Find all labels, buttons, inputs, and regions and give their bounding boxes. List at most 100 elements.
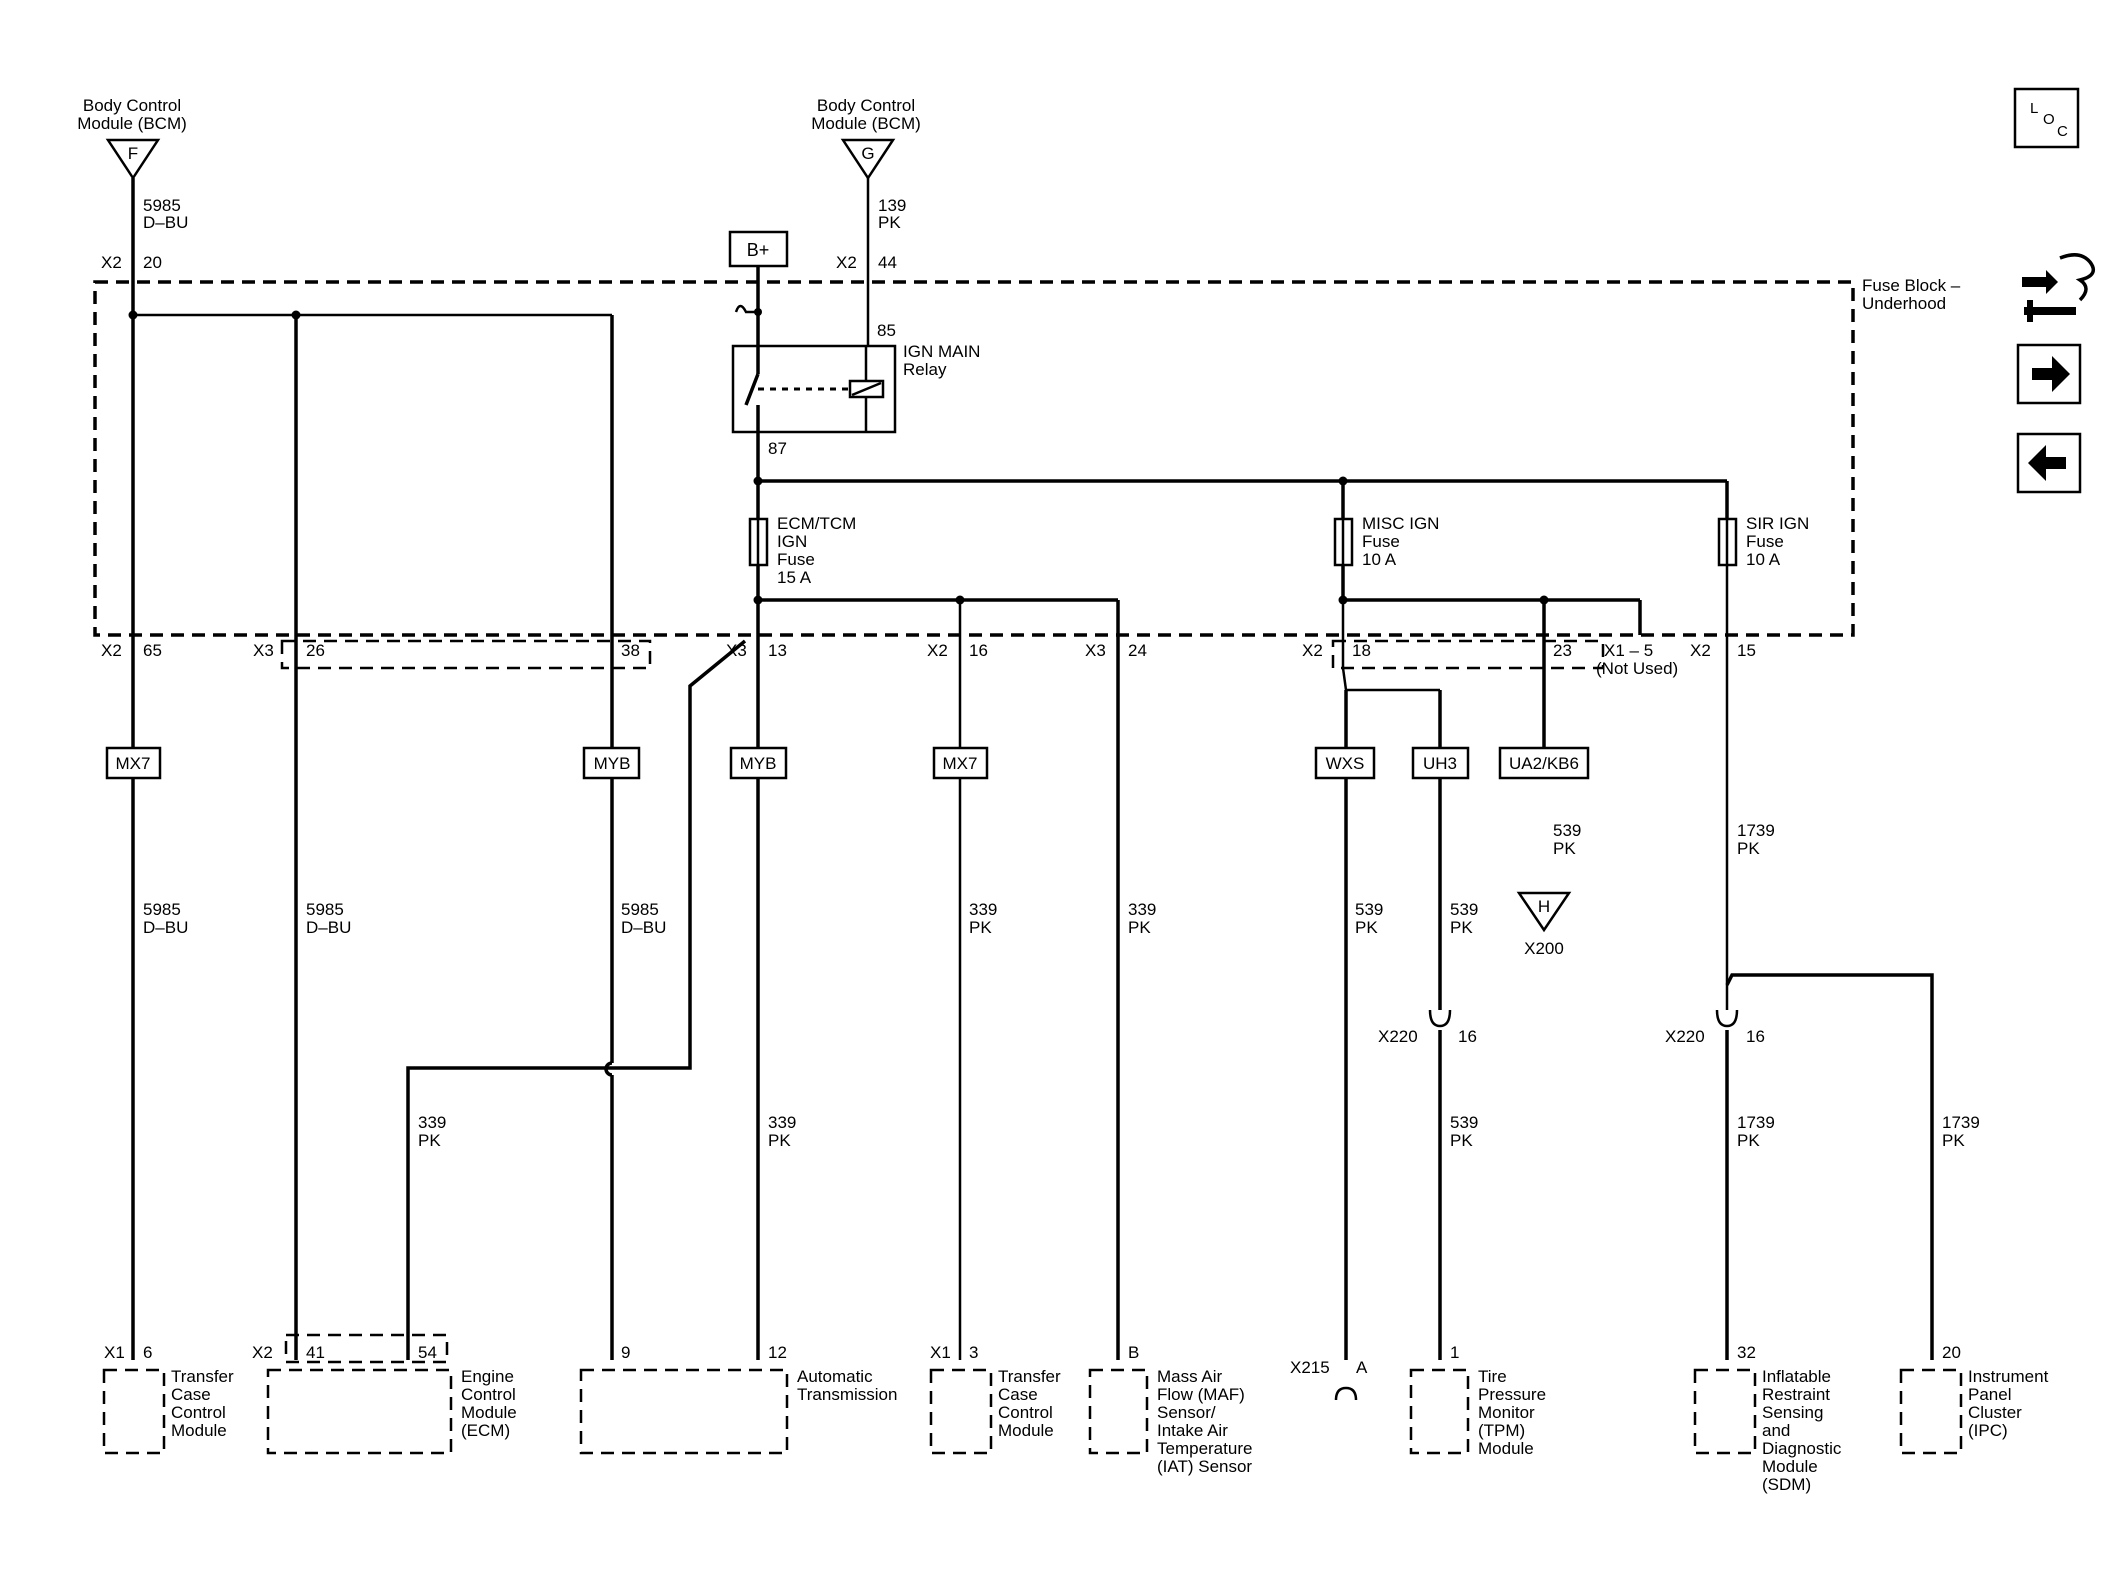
comp-pin: 41: [306, 1343, 325, 1362]
comp-conn: X2: [252, 1343, 273, 1362]
loc-l: L: [2030, 100, 2038, 117]
option-box: [582, 746, 641, 780]
bcm-f-conn: X2: [101, 253, 122, 272]
comp-line: (ECM): [461, 1421, 510, 1440]
wire-circuit: 539: [1355, 900, 1383, 919]
fuse-2-l1: MISC IGN: [1362, 514, 1439, 533]
loc-o: O: [2043, 111, 2055, 128]
x220-pin: 16: [1746, 1027, 1765, 1046]
wire-color: D–BU: [143, 918, 188, 937]
x220-conn: X220: [1378, 1027, 1418, 1046]
pin-label-not-used: X1 – 5: [1604, 641, 1653, 660]
pin-label-pin: 23: [1553, 641, 1572, 660]
comp-pin: 3: [969, 1343, 978, 1362]
relay-label-1: IGN MAIN: [903, 342, 980, 361]
comp-conn: X215: [1290, 1358, 1330, 1377]
pin-label-conn: X3: [1085, 641, 1106, 660]
wiring-harness-icon[interactable]: [2022, 253, 2096, 322]
bcm-g-pin: G: [861, 144, 874, 163]
comp-line: Diagnostic: [1762, 1439, 1842, 1458]
comp-line: Case: [998, 1385, 1038, 1404]
pin-label-conn: X2: [927, 641, 948, 660]
sdm-module: 32 Inflatable Restraint Sensing and Diag…: [1693, 1343, 1842, 1494]
fuse-1-l1: ECM/TCM: [777, 514, 856, 533]
wire-color: D–BU: [306, 918, 351, 937]
x215-connector-symbol: [1334, 1386, 1358, 1401]
comp-line: Control: [171, 1403, 226, 1422]
relay-label-2: Relay: [903, 360, 947, 379]
pin-label-pin: 65: [143, 641, 162, 660]
bcm-g-circuit: 139: [878, 196, 906, 215]
fuse-block-pin-labels: X2 65 X3 26 38 X3 13 X2 16 X3 24 X2 18 2…: [101, 641, 1756, 678]
x220-conn: X220: [1665, 1027, 1705, 1046]
component-box: [579, 1368, 789, 1455]
bcm-f-source: Body Control Module (BCM) F 5985 D–BU X2…: [77, 96, 188, 272]
wire-color: PK: [418, 1131, 441, 1150]
component-box: [1693, 1368, 1757, 1455]
maf-iat-sensor: B Mass Air Flow (MAF) Sensor/ Intake Air…: [1088, 1343, 1252, 1476]
wire-circuit: 339: [969, 900, 997, 919]
wire-color: PK: [768, 1131, 791, 1150]
bcm-g-source: Body Control Module (BCM) G 139 PK X2 44: [811, 96, 921, 272]
wire-labels: 5985 D–BU 5985 D–BU 5985 D–BU 339 PK 339…: [143, 821, 1980, 1150]
component-locator-icon[interactable]: L O C: [2013, 87, 2080, 149]
option-box: [1498, 746, 1590, 780]
comp-line: Transfer: [998, 1367, 1061, 1386]
automatic-transmission: 9 12 Automatic Transmission: [579, 1343, 897, 1455]
comp-line: Transmission: [797, 1385, 897, 1404]
fuse-2-l2: Fuse: [1362, 532, 1400, 551]
wire-color: PK: [1737, 839, 1760, 858]
comp-pin: A: [1356, 1358, 1368, 1377]
comp-line: Monitor: [1478, 1403, 1535, 1422]
pin-label-pin: 24: [1128, 641, 1147, 660]
option-box: [729, 746, 788, 780]
comp-line: Pressure: [1478, 1385, 1546, 1404]
wire-color: PK: [1128, 918, 1151, 937]
wire-circuit: 339: [768, 1113, 796, 1132]
b-plus-label: B+: [747, 240, 770, 260]
pin-label-pin: 15: [1737, 641, 1756, 660]
bcm-g-conn-pin: 44: [878, 253, 897, 272]
component-box: [1088, 1368, 1149, 1455]
bcm-f-pin: F: [128, 144, 138, 163]
bcm-g-title-2: Module (BCM): [811, 114, 921, 133]
fuse-block-underhood: Fuse Block – Underhood: [93, 276, 1961, 637]
pin-label-conn: X2: [101, 641, 122, 660]
x3-connector-group: [280, 639, 652, 670]
comp-pin: 6: [143, 1343, 152, 1362]
fusible-link-symbol: [734, 304, 758, 314]
wire-circuit: 1739: [1737, 821, 1775, 840]
option-label: MYB: [740, 754, 777, 773]
comp-line: Mass Air: [1157, 1367, 1223, 1386]
wire-circuit: 1739: [1737, 1113, 1775, 1132]
comp-conn: X1: [930, 1343, 951, 1362]
loc-c: C: [2057, 123, 2068, 140]
fuse-1-l2: IGN: [777, 532, 807, 551]
engine-control-module: X2 41 54 Engine Control Module (ECM): [252, 1333, 517, 1455]
comp-pin: 20: [1942, 1343, 1961, 1362]
comp-line: Module: [998, 1421, 1054, 1440]
comp-line: Inflatable: [1762, 1367, 1831, 1386]
bcm-f-circuit: 5985: [143, 196, 181, 215]
option-label: UA2/KB6: [1509, 754, 1579, 773]
connector-x215: X215 A: [1290, 1358, 1368, 1401]
wire-circuit: 539: [1553, 821, 1581, 840]
ign-main-relay: IGN MAIN Relay 85 87: [731, 321, 980, 458]
component-box: [102, 1368, 166, 1455]
comp-pin: B: [1128, 1343, 1139, 1362]
comp-line: Restraint: [1762, 1385, 1830, 1404]
forward-arrow-icon[interactable]: [2016, 343, 2082, 405]
component-box: [1409, 1368, 1470, 1455]
bcm-f-connector-triangle: [105, 138, 161, 181]
comp-line: Module: [461, 1403, 517, 1422]
fuse-1-l4: 15 A: [777, 568, 812, 587]
option-box: [105, 746, 162, 780]
back-arrow-icon[interactable]: [2016, 432, 2082, 494]
comp-line: (IAT) Sensor: [1157, 1457, 1252, 1476]
wire-color: D–BU: [621, 918, 666, 937]
wire-color: PK: [1553, 839, 1576, 858]
fuse-3-l1: SIR IGN: [1746, 514, 1809, 533]
wire-color: PK: [1942, 1131, 1965, 1150]
option-label: WXS: [1326, 754, 1365, 773]
comp-line: Instrument: [1968, 1367, 2049, 1386]
